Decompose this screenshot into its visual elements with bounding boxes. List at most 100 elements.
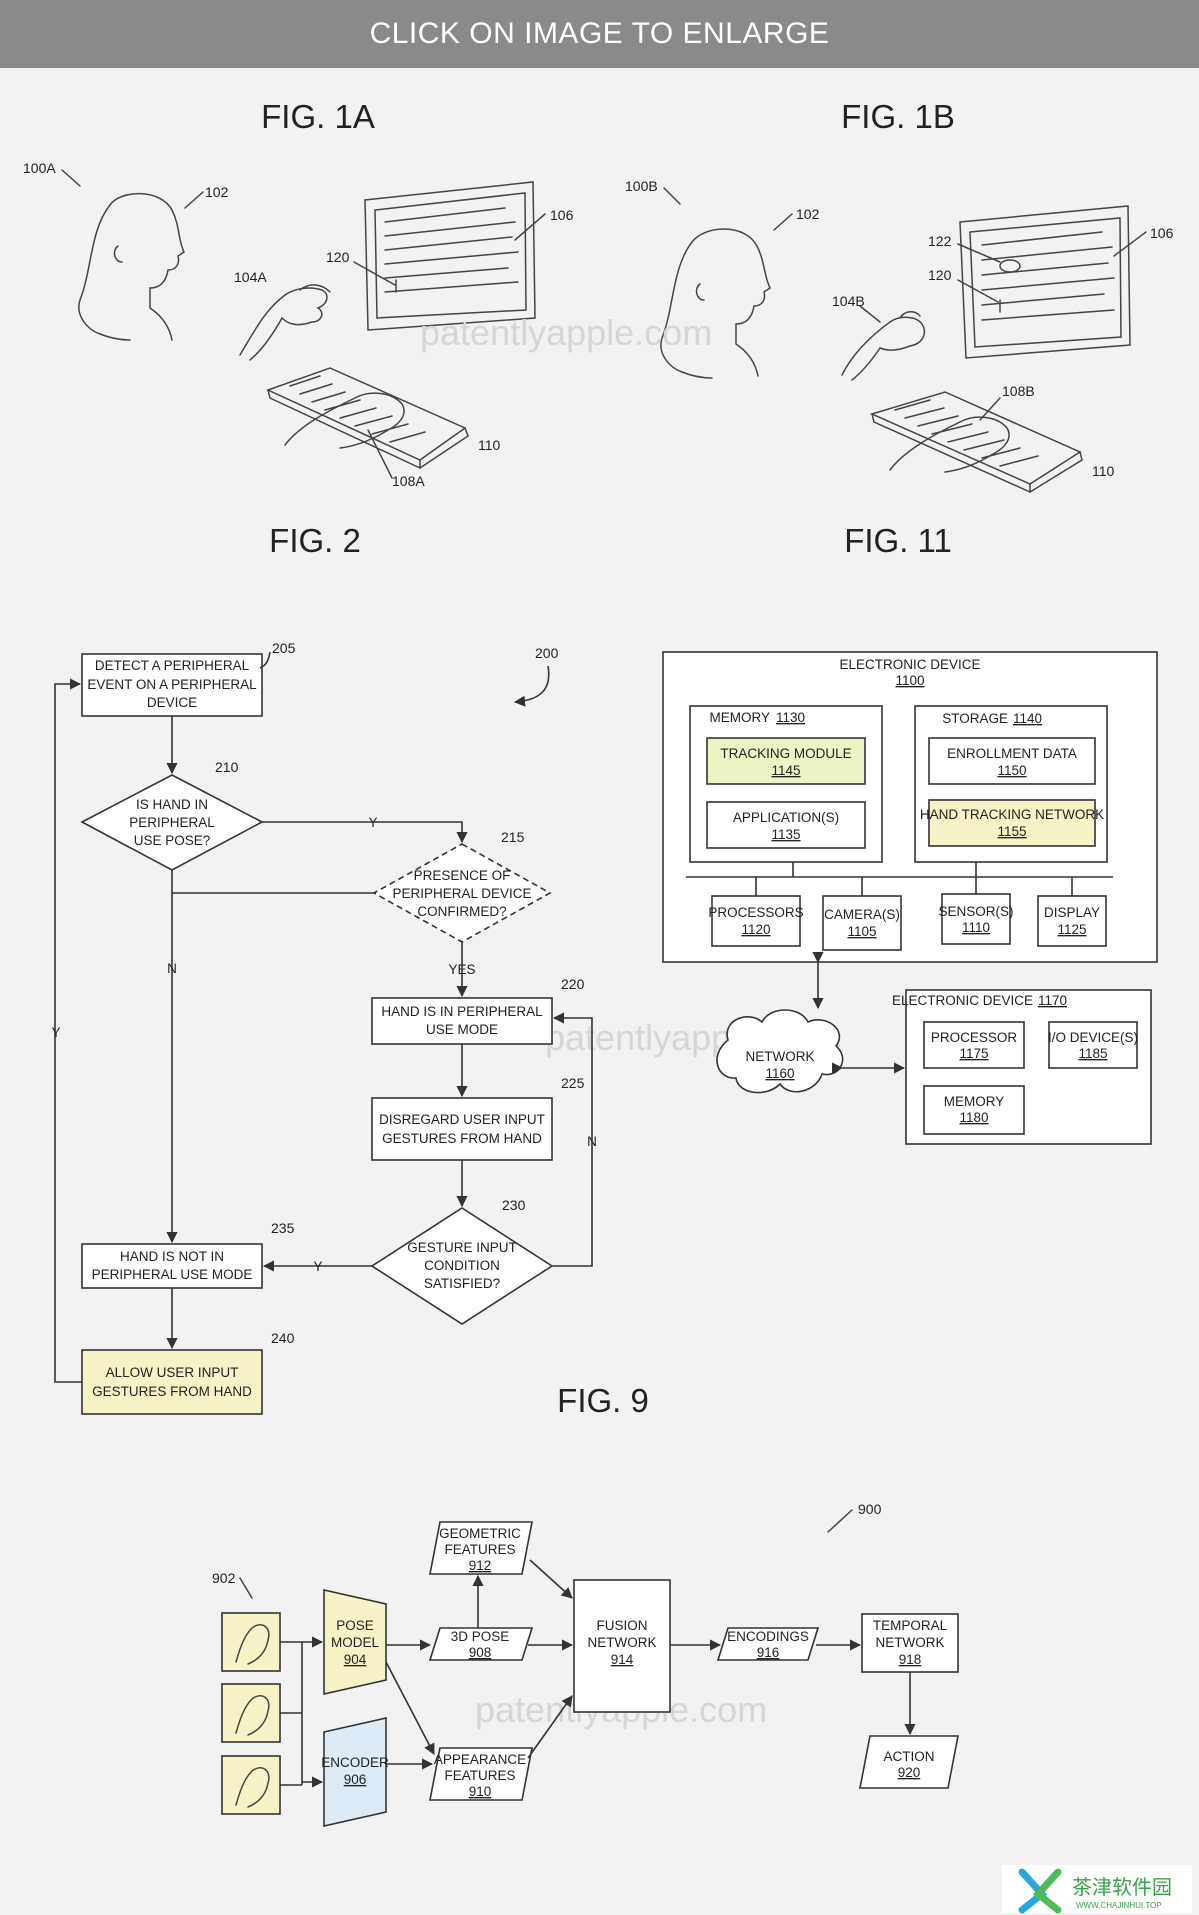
edge [262,821,468,844]
leader-line [1113,231,1147,257]
input-frame[interactable] [221,1755,281,1815]
memory-1180[interactable] [923,1085,1025,1135]
enc-text: ENCODINGS [727,1629,809,1644]
fig-11-title: FIG. 11 [844,522,952,559]
hand-frame-icon [235,1624,270,1665]
fusion-num: 914 [611,1652,634,1667]
fig-2-title: FIG. 2 [269,522,361,559]
leader-line [773,213,793,231]
sensors-1110[interactable] [941,893,1011,945]
hand-label: 104A [234,269,267,285]
device-num: 1100 [895,673,924,688]
device2-label: ELECTRONIC DEVICE [892,993,1033,1008]
geo-num: 912 [469,1558,492,1573]
memory-label: MEMORY [709,710,770,725]
hand-drawing [239,284,331,361]
processors-1120[interactable] [711,895,801,947]
edge [552,1012,593,1267]
keyboard-hand-label: 108B [1002,383,1035,399]
node-215-num: 215 [501,829,525,845]
hand-label: 104B [832,293,865,309]
node-220-text: USE MODE [426,1022,498,1037]
node-225-text: DISREGARD USER INPUT [379,1112,545,1127]
cameras-1105[interactable] [822,895,902,951]
display-1125[interactable] [1037,895,1107,947]
ref-arrow [513,665,550,707]
hand-tracking-network-1155[interactable] [928,799,1096,847]
storage-num: 1140 [1013,711,1042,726]
applications-1135[interactable] [706,801,866,849]
action-920[interactable] [859,1735,959,1789]
logo-name: 茶津软件园 [1072,1876,1172,1899]
node-205-num: 205 [272,640,296,656]
fig-1b-ref: 100B [625,178,658,194]
node-205[interactable] [81,653,263,717]
node-240-text: GESTURES FROM HAND [92,1384,252,1399]
hand-frame-icon [235,1767,270,1808]
sensor-num: 1110 [962,920,990,935]
node-240-text: ALLOW USER INPUT [106,1365,239,1380]
pose-text: MODEL [331,1635,380,1650]
pose-model-904[interactable] [323,1588,387,1696]
proc-num: 1120 [741,922,770,937]
cursor-label: 120 [928,267,952,283]
temporal-network-918[interactable] [861,1613,959,1673]
device2-num: 1170 [1038,993,1067,1008]
node-235[interactable] [81,1243,263,1289]
node-240[interactable] [81,1349,263,1415]
tracking-num: 1145 [771,763,800,778]
fig-1a-title: FIG. 1A [261,98,375,135]
leader-line [239,1577,253,1599]
node-225-text: GESTURES FROM HAND [382,1131,542,1146]
encodings-916[interactable] [716,1627,820,1661]
cursor-label: 120 [326,249,350,265]
appearance-features-910[interactable] [429,1747,533,1801]
node-230[interactable] [370,1207,554,1325]
input-frame[interactable] [221,1612,281,1672]
tracking-module-1145[interactable] [706,737,866,785]
enlarge-banner[interactable]: CLICK ON IMAGE TO ENLARGE [0,0,1199,68]
action-text: ACTION [883,1749,934,1764]
mem2-num: 1180 [959,1110,988,1125]
node-220[interactable] [371,997,553,1045]
leader-line [957,279,999,303]
device-label: ELECTRONIC DEVICE [839,657,980,672]
cam-label: CAMERA(S) [824,907,900,922]
temporal-num: 918 [899,1652,922,1667]
enrollment-data-1150[interactable] [928,737,1096,785]
3d-pose-908[interactable] [428,1627,534,1661]
fig-1b-title: FIG. 1B [841,98,955,135]
edge [529,1559,573,1599]
user-label: 102 [796,206,820,222]
pose-num: 904 [344,1652,367,1667]
leader-line [184,191,204,209]
sensor-label: SENSOR(S) [938,904,1013,919]
fig-2-flowchart: 200 DETECT A PERIPHERAL EVENT ON A PERIP… [51,640,597,1415]
encoder-906[interactable] [323,1716,387,1828]
site-logo[interactable]: 茶津软件园 WWW.CHAJINHUI.TOP [1002,1865,1192,1914]
cam-num: 1105 [847,924,876,939]
fusion-network-914[interactable] [573,1579,671,1713]
node-240-num: 240 [271,1330,295,1346]
fig-1a-ref: 100A [23,160,56,176]
node-205-text: DETECT A PERIPHERAL [95,658,250,673]
appear-text: FEATURES [444,1768,515,1783]
io-devices-1185[interactable] [1048,1021,1138,1069]
storage-label: STORAGE [942,711,1008,726]
node-215-text: CONFIRMED? [417,904,506,919]
mem2-label: MEMORY [944,1094,1005,1109]
encoder-text: ENCODER [321,1755,389,1770]
keyboard-label: 110 [1092,463,1115,479]
node-230-text: GESTURE INPUT [407,1240,517,1255]
logo-icon [1018,1868,1062,1914]
processor-1175[interactable] [923,1021,1025,1069]
geometric-features-912[interactable] [429,1521,533,1575]
edge [385,1661,435,1755]
watermark: patentlyapple.com [420,312,712,353]
node-235-text: HAND IS NOT IN [120,1249,224,1264]
input-frame[interactable] [221,1683,281,1743]
node-220-num: 220 [561,976,585,992]
node-225[interactable] [371,1097,553,1161]
keyboard-hand-label: 108A [392,473,425,489]
